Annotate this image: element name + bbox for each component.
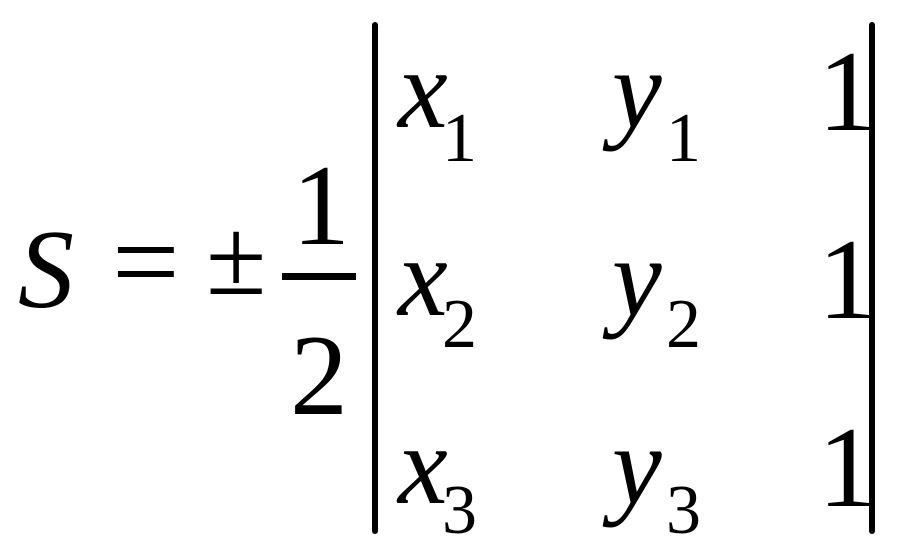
determinant-right-bar: [869, 22, 875, 534]
matrix-cell-x2-subscript: 2: [442, 286, 477, 363]
matrix-cell-y2: y: [612, 216, 662, 340]
matrix-cell-x1: x: [398, 28, 448, 152]
matrix-cell-x3: x: [398, 404, 448, 528]
matrix-cell-y1: y: [612, 28, 662, 152]
fraction-bar: [282, 273, 356, 280]
matrix-cell-x1-subscript: 1: [442, 100, 477, 177]
matrix-cell-x2: x: [398, 216, 448, 340]
determinant-left-bar: [372, 22, 378, 534]
fraction-denominator: 2: [290, 312, 348, 440]
plus-minus-sign: ±: [206, 196, 267, 318]
matrix-cell-y2-subscript: 2: [666, 286, 701, 363]
matrix-cell-y3: y: [612, 404, 662, 528]
equals-sign: =: [112, 195, 180, 328]
matrix-cell-y1-subscript: 1: [666, 100, 701, 177]
matrix-cell-x3-subscript: 3: [442, 472, 477, 549]
matrix-cell-one-row3: 1: [818, 404, 876, 532]
matrix-cell-one-row2: 1: [818, 216, 876, 344]
fraction-numerator: 1: [292, 142, 350, 270]
matrix-cell-one-row1: 1: [818, 28, 876, 156]
matrix-cell-y3-subscript: 3: [666, 472, 701, 549]
area-symbol: S: [18, 208, 74, 332]
